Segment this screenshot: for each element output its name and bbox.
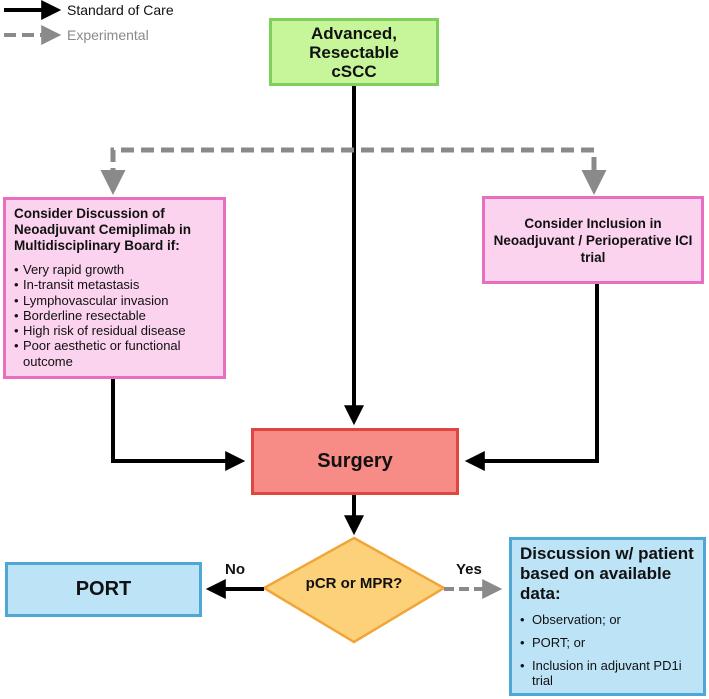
legend-experimental-label: Experimental [67, 27, 149, 43]
port-node: PORT [5, 562, 202, 617]
start-node-label: Advanced, Resectable cSCC [309, 23, 399, 81]
criteria-item: Poor aesthetic or functional outcome [14, 338, 215, 369]
surgery-label: Surgery [317, 450, 393, 472]
criteria-item: Lymphovascular invasion [14, 293, 215, 309]
port-label: PORT [75, 578, 132, 600]
start-node: Advanced, Resectable cSCC [269, 18, 439, 86]
edge-label-no: No [225, 561, 245, 578]
legend-standard-label: Standard of Care [67, 2, 174, 18]
criteria-item: Borderline resectable [14, 308, 215, 324]
decision-label: pCR or MPR? [305, 575, 403, 592]
edge-experimental-branch [110, 147, 597, 182]
criteria-item: In-transit metastasis [14, 277, 215, 293]
patient-discussion-title: Discussion w/ patient based on available… [520, 544, 694, 603]
option-item: PORT; or [520, 635, 695, 650]
trial-inclusion-node: Consider Inclusion in Neoadjuvant / Peri… [482, 196, 704, 284]
neoadjuvant-discussion-title: Consider Discussion of Neoadjuvant Cemip… [14, 206, 192, 253]
criteria-list: Very rapid growth In-transit metastasis … [14, 262, 215, 369]
trial-inclusion-label: Consider Inclusion in Neoadjuvant / Peri… [493, 215, 693, 265]
decision-diamond [261, 536, 447, 644]
criteria-item: High risk of residual disease [14, 323, 215, 339]
edge-right-to-surgery [464, 284, 599, 471]
patient-discussion-node: Discussion w/ patient based on available… [509, 537, 706, 696]
option-item: Inclusion in adjuvant PD1i trial [520, 658, 695, 688]
neoadjuvant-discussion-node: Consider Discussion of Neoadjuvant Cemip… [3, 197, 226, 379]
edge-left-to-surgery [111, 379, 246, 471]
option-item: Observation; or [520, 612, 695, 627]
options-list: Observation; or PORT; or Inclusion in ad… [520, 612, 695, 688]
edge-label-yes: Yes [456, 561, 482, 578]
surgery-node: Surgery [251, 428, 459, 495]
criteria-item: Very rapid growth [14, 262, 215, 278]
